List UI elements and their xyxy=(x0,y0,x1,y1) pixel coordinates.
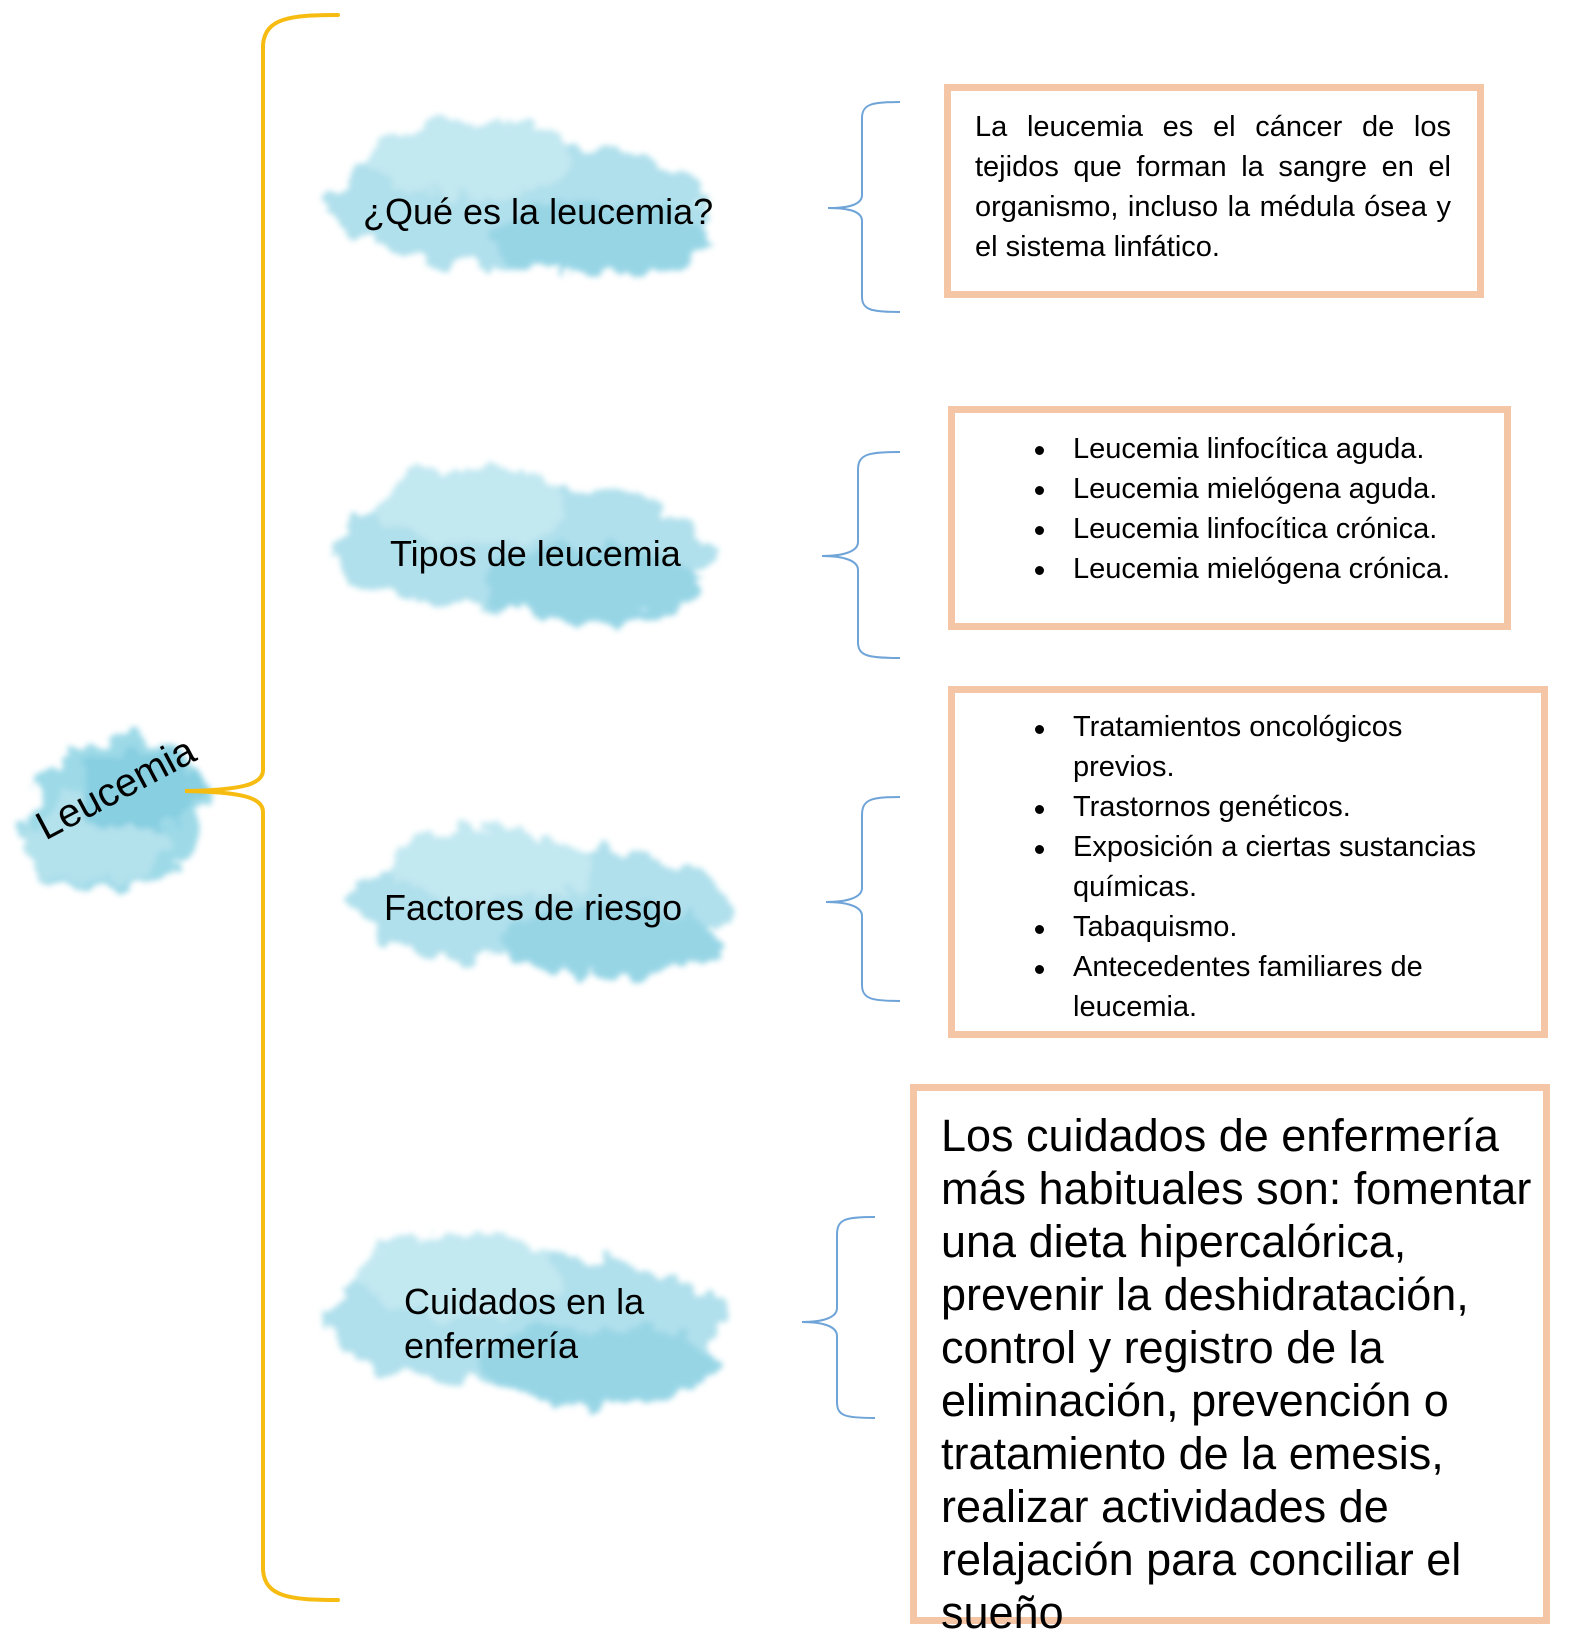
nursing-care-box: Los cuidados de enfermería más habituale… xyxy=(910,1084,1550,1638)
list-item: Leucemia mielógena crónica. xyxy=(963,549,1504,589)
branch-label-cuidados: Cuidados en la enfermería xyxy=(404,1280,644,1368)
sub-brace-que-es xyxy=(827,101,901,313)
list-item: Leucemia linfocítica aguda. xyxy=(963,429,1504,469)
list-item: Trastornos genéticos. xyxy=(963,787,1433,827)
branch-label-que-es: ¿Qué es la leucemia? xyxy=(363,191,714,232)
list-item: Leucemia linfocítica crónica. xyxy=(963,509,1504,549)
main-brace xyxy=(184,13,340,1602)
cloud-factores xyxy=(350,827,730,976)
cloud-cuidados xyxy=(320,1233,720,1405)
branch-label-tipos: Tipos de leucemia xyxy=(390,533,681,574)
branch-label-factores: Factores de riesgo xyxy=(384,887,683,928)
list-item: Tabaquismo. xyxy=(963,907,1433,947)
types-list: Leucemia linfocítica aguda. Leucemia mie… xyxy=(963,429,1504,589)
branch-label-cuidados-line-2: enfermería xyxy=(404,1325,579,1366)
definition-box: La leucemia es el cáncer de los tejidos … xyxy=(944,84,1484,298)
sub-brace-cuidados xyxy=(801,1216,876,1419)
types-box: Leucemia linfocítica aguda. Leucemia mie… xyxy=(948,406,1511,630)
branch-label-cuidados-line-1: Cuidados en la xyxy=(404,1281,645,1322)
cloud-tipos xyxy=(330,465,710,623)
risk-factors-list: Tratamientos oncológicos previos. Trasto… xyxy=(963,707,1476,1027)
list-item: Antecedentes familiares de leucemia. xyxy=(963,947,1453,1027)
sub-brace-factores xyxy=(825,796,901,1002)
list-item: Leucemia mielógena aguda. xyxy=(963,469,1504,509)
list-item: Exposición a ciertas sustancias químicas… xyxy=(963,827,1523,907)
risk-factors-box: Tratamientos oncológicos previos. Trasto… xyxy=(948,686,1548,1038)
list-item: Tratamientos oncológicos previos. xyxy=(963,707,1413,787)
definition-text: La leucemia es el cáncer de los tejidos … xyxy=(975,111,1451,263)
nursing-care-text: Los cuidados de enfermería más habituale… xyxy=(941,1110,1532,1638)
sub-brace-tipos xyxy=(821,451,901,659)
root-cloud xyxy=(23,738,207,892)
cloud-que-es xyxy=(330,120,710,278)
